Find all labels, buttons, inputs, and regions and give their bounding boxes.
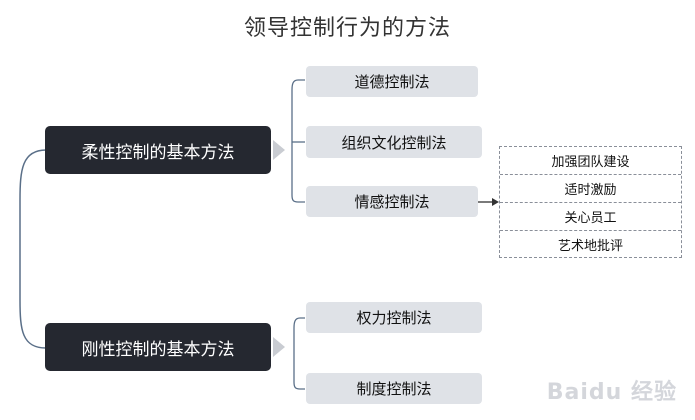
- diagram-title: 领导控制行为的方法: [243, 16, 451, 41]
- flexible-control-node: 柔性控制的基本方法: [45, 126, 285, 174]
- power-control-node: 权力控制法: [306, 302, 482, 333]
- rigid-bracket: [293, 317, 305, 390]
- emotional-method-item: 加强团队建设: [551, 155, 630, 170]
- flexible-pointer-icon: [273, 140, 285, 160]
- system-control-label: 制度控制法: [356, 380, 432, 398]
- moral-control-node: 道德控制法: [306, 66, 478, 97]
- emotional-control-label: 情感控制法: [354, 193, 430, 211]
- emotional-methods-box: 加强团队建设 适时激励 关心员工 艺术地批评: [499, 146, 682, 258]
- emotional-arrow-head: [492, 198, 499, 206]
- flexible-control-label: 柔性控制的基本方法: [81, 142, 235, 163]
- emotional-control-node: 情感控制法: [306, 186, 478, 217]
- culture-control-node: 组织文化控制法: [306, 126, 482, 158]
- root-connector: [19, 149, 47, 349]
- power-control-label: 权力控制法: [356, 309, 432, 327]
- emotional-method-item: 艺术地批评: [500, 230, 681, 257]
- baidu-watermark: Baidu 经验: [546, 380, 677, 405]
- moral-control-label: 道德控制法: [354, 73, 430, 91]
- rigid-pointer-icon: [273, 337, 285, 357]
- system-control-node: 制度控制法: [306, 373, 482, 404]
- emotional-method-item: 适时激励: [500, 174, 681, 201]
- culture-control-label: 组织文化控制法: [341, 133, 447, 152]
- rigid-control-node: 刚性控制的基本方法: [45, 323, 285, 371]
- rigid-control-label: 刚性控制的基本方法: [81, 339, 235, 360]
- flexible-bracket: [291, 79, 305, 203]
- emotional-method-item: 关心员工: [500, 202, 681, 229]
